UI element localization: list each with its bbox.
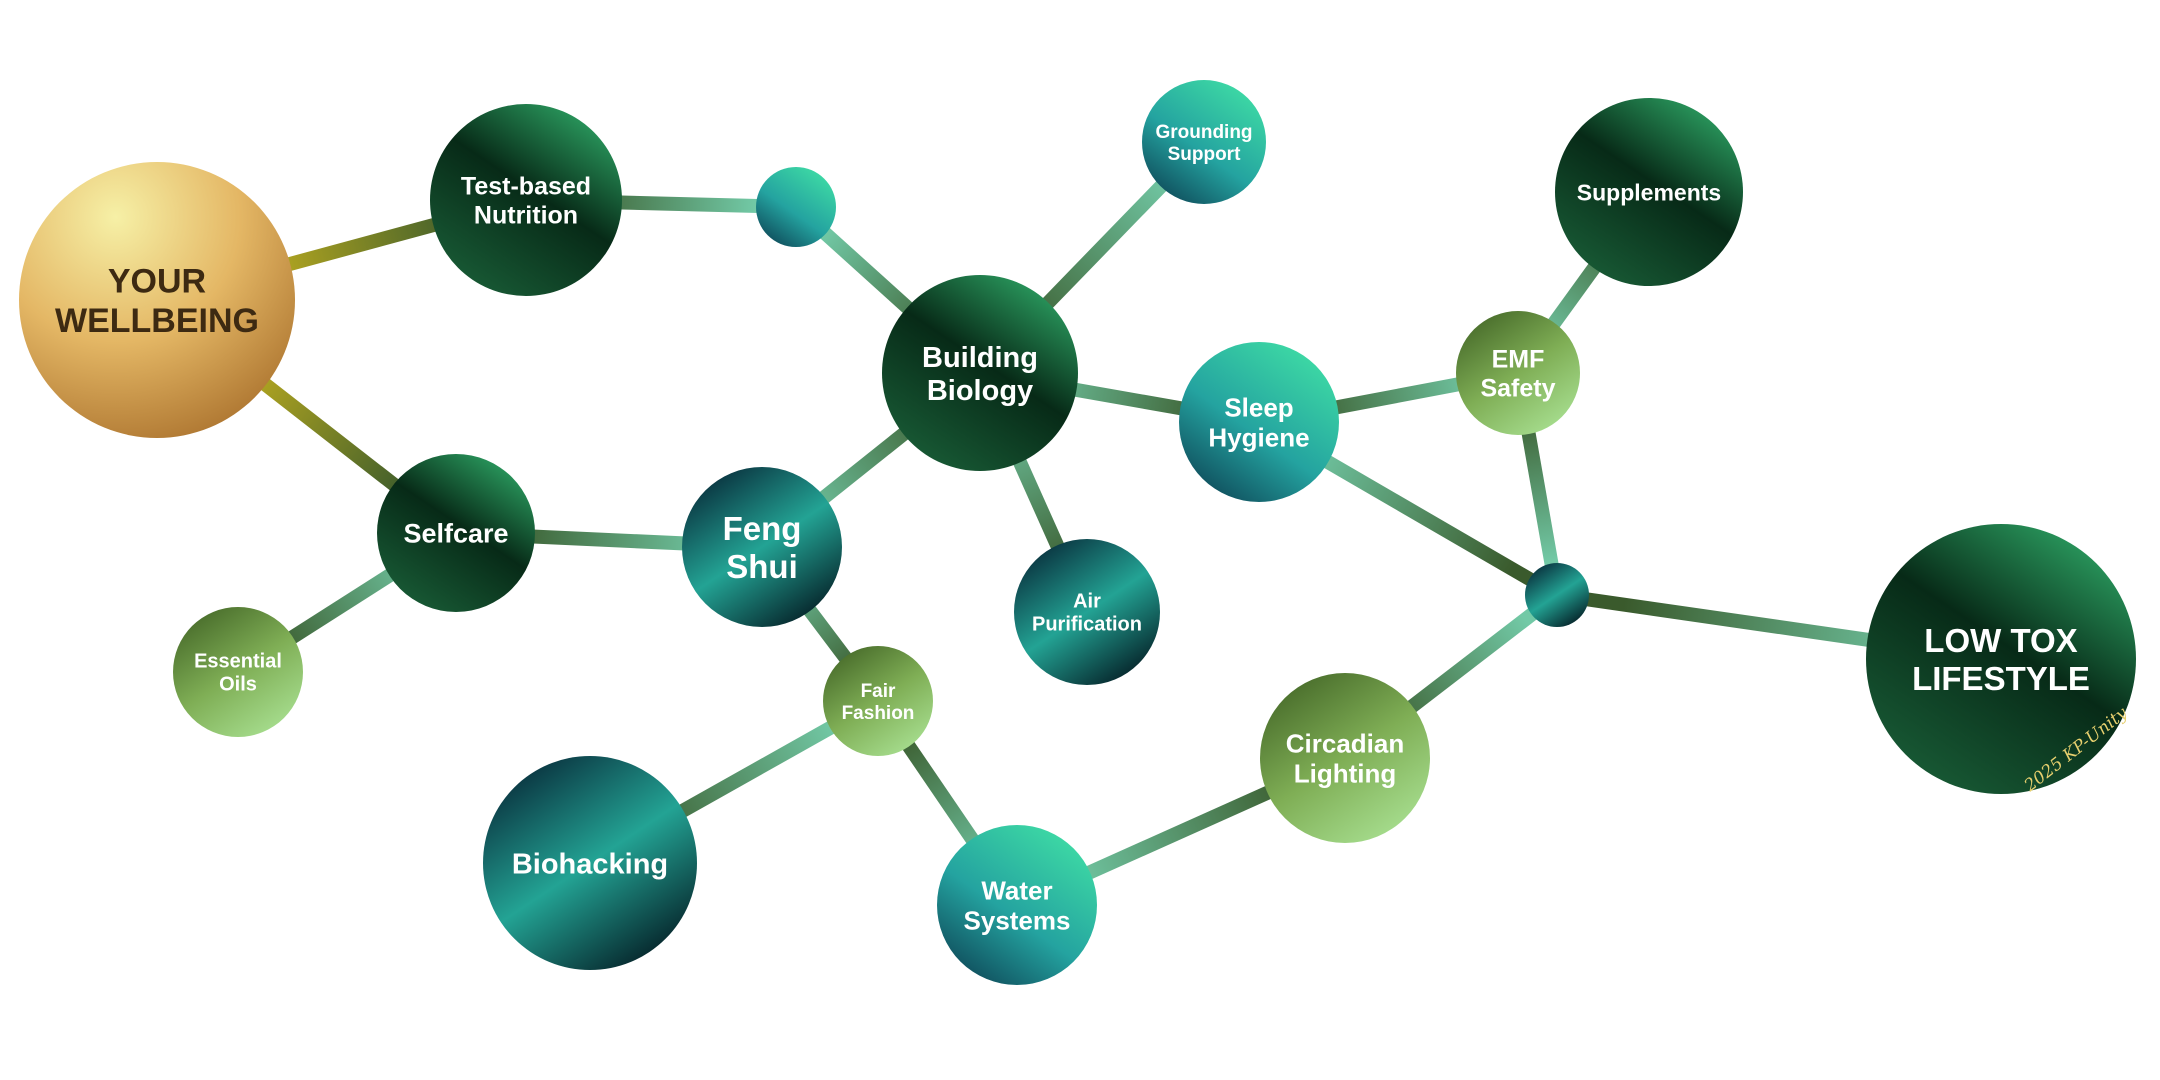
node-circle xyxy=(1525,563,1589,627)
node-circle xyxy=(1260,673,1430,843)
node-label: Shui xyxy=(726,548,798,585)
node-circle xyxy=(377,454,535,612)
node-circle xyxy=(937,825,1097,985)
node-hub2[interactable] xyxy=(1525,563,1589,627)
node-circle xyxy=(1014,539,1160,685)
node-circle xyxy=(1179,342,1339,502)
node-circle xyxy=(882,275,1078,471)
node-label: Fair xyxy=(861,681,896,702)
node-circle xyxy=(430,104,622,296)
node-label: YOUR xyxy=(108,263,206,301)
node-label: Circadian xyxy=(1286,728,1405,758)
node-circle xyxy=(682,467,842,627)
node-label: Test-based xyxy=(461,173,591,201)
node-circle xyxy=(173,607,303,737)
node-label: Water xyxy=(981,875,1052,905)
node-label: Purification xyxy=(1032,614,1142,636)
node-circle xyxy=(483,756,697,970)
node-label: Building xyxy=(922,342,1038,374)
node-supplements[interactable]: Supplements xyxy=(1555,98,1743,286)
node-circle xyxy=(19,162,295,438)
node-label: Systems xyxy=(964,905,1071,935)
node-label: Grounding xyxy=(1155,122,1252,143)
node-label: EMF xyxy=(1492,346,1545,374)
node-label: Biology xyxy=(927,375,1033,407)
node-circle xyxy=(1142,80,1266,204)
node-label: Sleep xyxy=(1224,392,1293,422)
node-circle xyxy=(823,646,933,756)
node-label: Feng xyxy=(723,510,802,547)
node-label: WELLBEING xyxy=(55,302,259,340)
node-label: Selfcare xyxy=(403,519,508,549)
node-hub1[interactable] xyxy=(756,167,836,247)
node-label: Supplements xyxy=(1577,179,1721,205)
node-label: Oils xyxy=(219,674,257,696)
node-selfcare[interactable]: Selfcare xyxy=(377,454,535,612)
node-label: Fashion xyxy=(842,703,915,724)
node-label: Nutrition xyxy=(474,201,578,229)
node-circle xyxy=(1866,524,2136,794)
node-label: Lighting xyxy=(1294,758,1397,788)
node-label: Safety xyxy=(1480,374,1555,402)
node-biohacking[interactable]: Biohacking xyxy=(483,756,697,970)
node-circle xyxy=(1456,311,1580,435)
node-label: Essential xyxy=(194,651,282,673)
node-label: LOW TOX xyxy=(1924,622,2077,659)
node-label: LIFESTYLE xyxy=(1912,660,2090,697)
node-label: Support xyxy=(1168,144,1241,165)
node-circle xyxy=(756,167,836,247)
node-circle xyxy=(1555,98,1743,286)
node-label: Biohacking xyxy=(512,848,668,880)
node-label: Air xyxy=(1073,591,1101,613)
node-label: Hygiene xyxy=(1208,422,1309,452)
